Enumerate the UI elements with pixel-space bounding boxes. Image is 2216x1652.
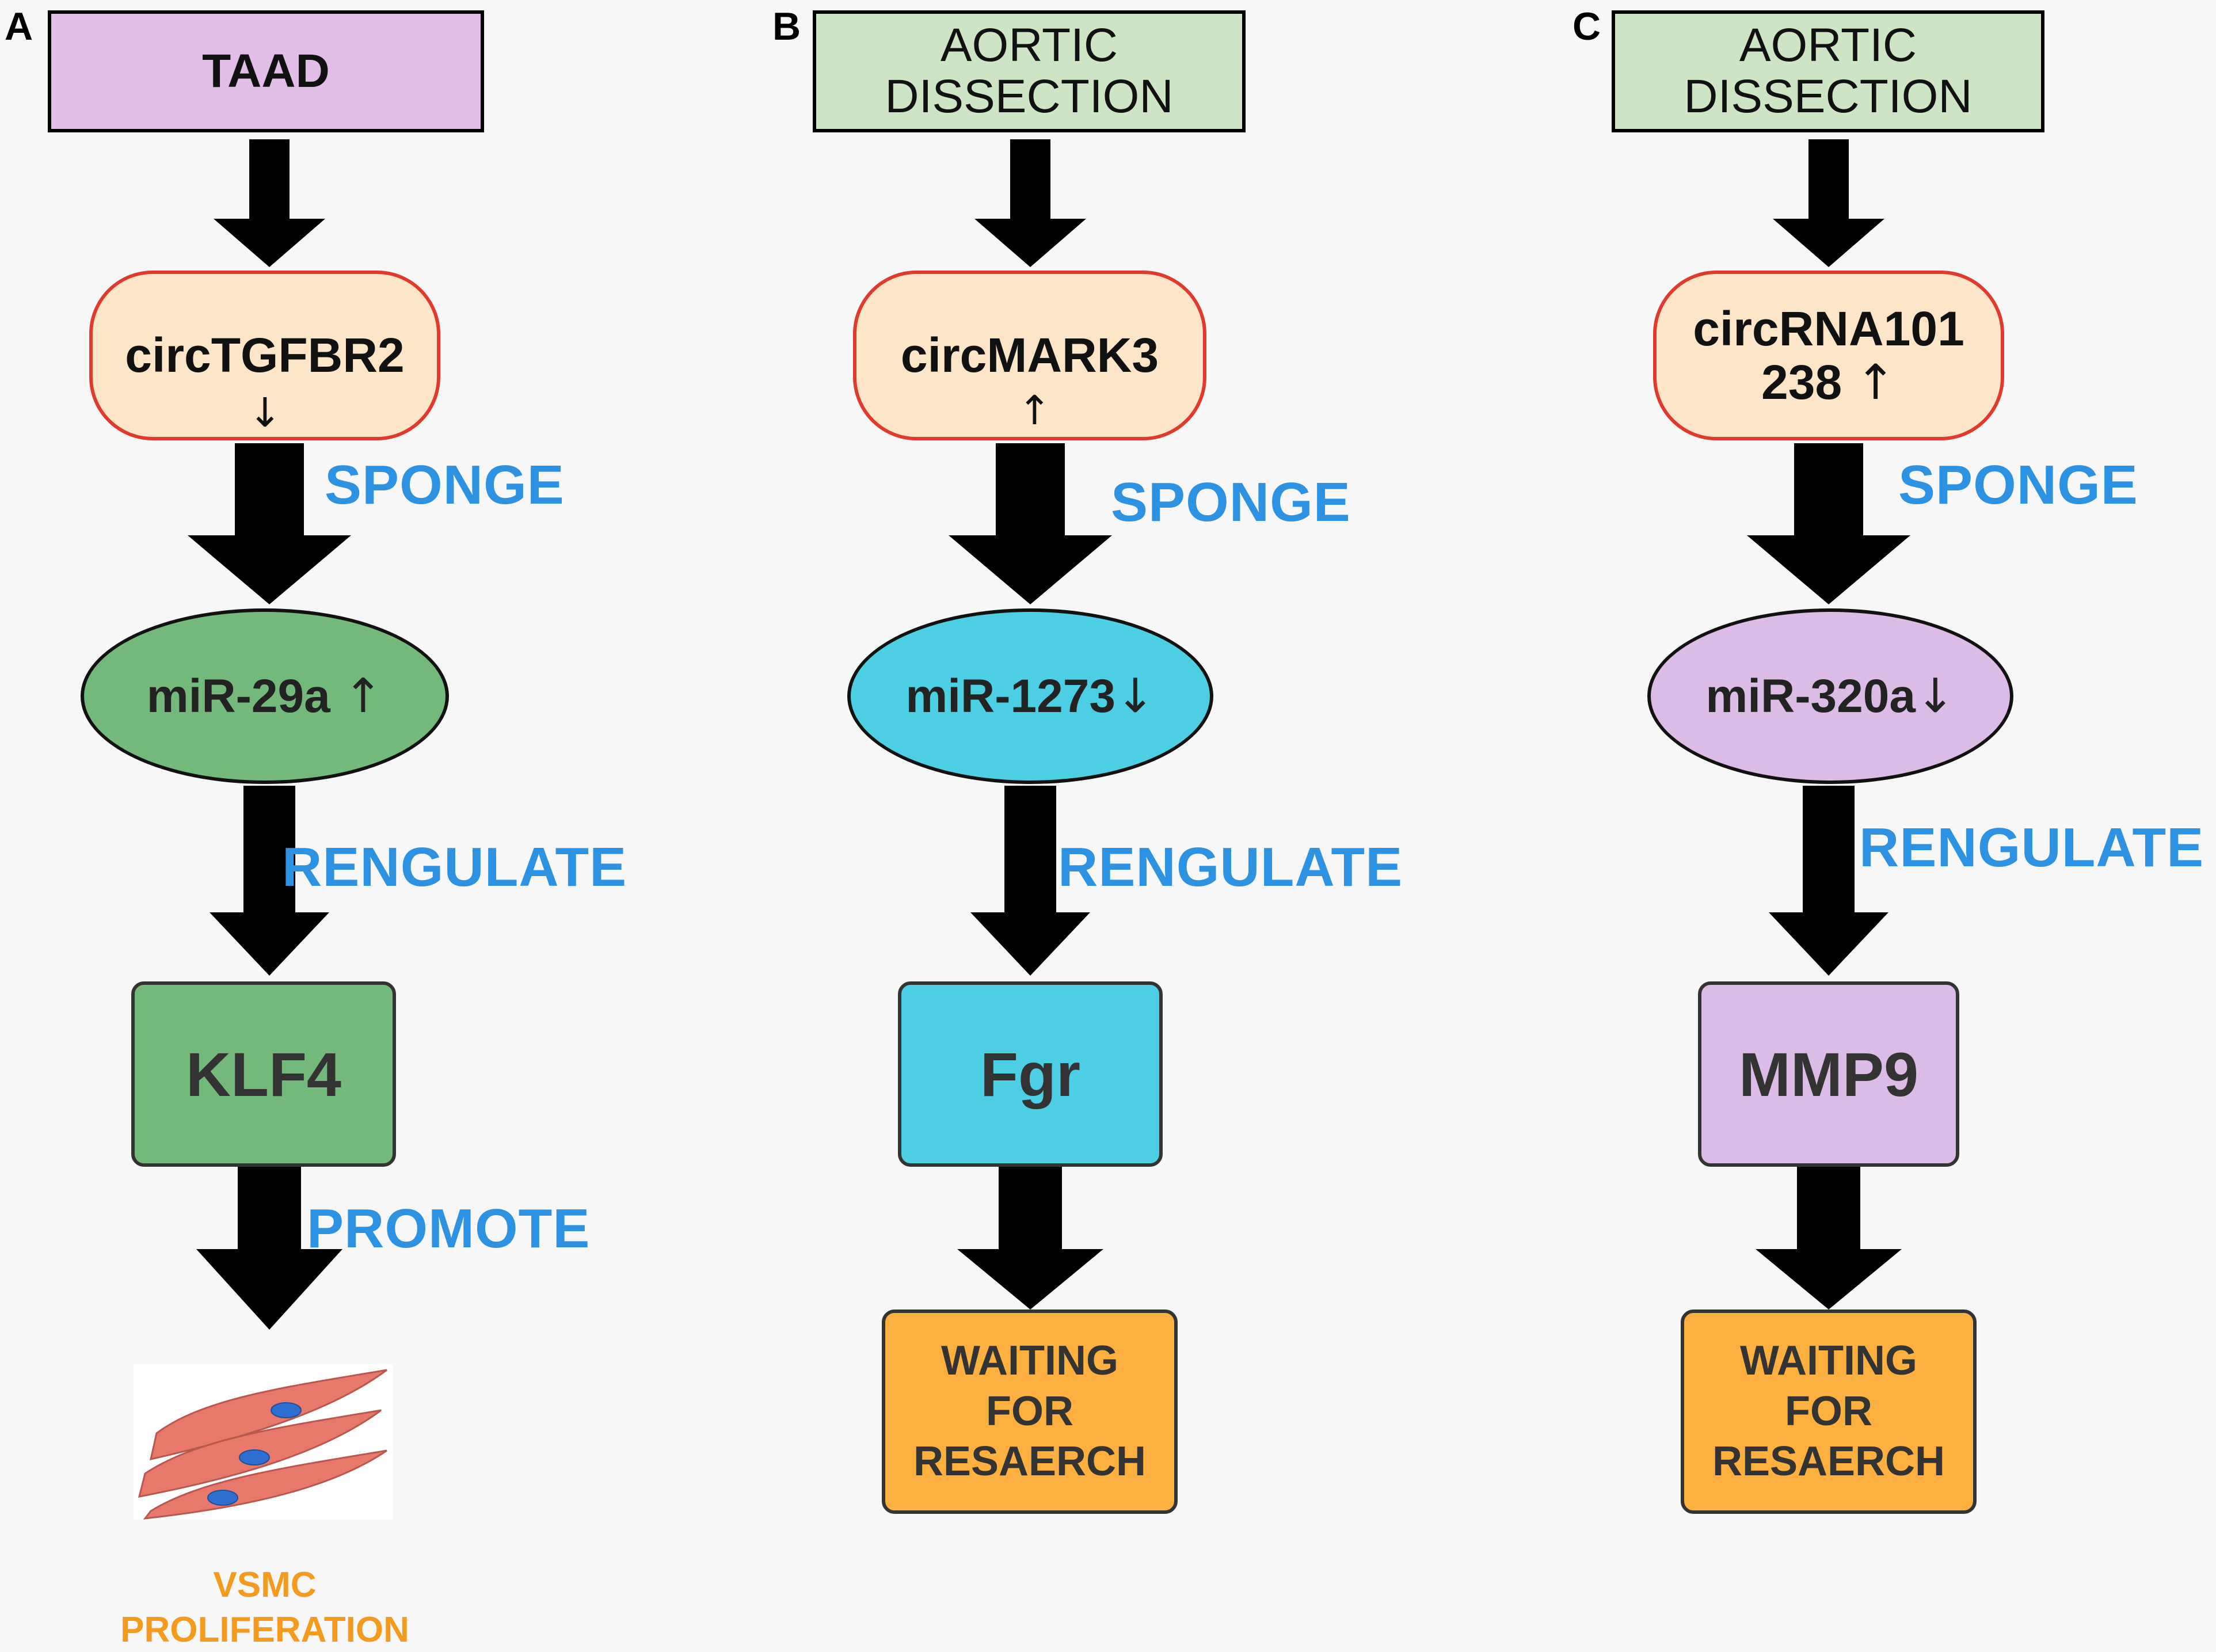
- down-arrow-icon: ↓: [248, 389, 282, 436]
- mir1273-node: miR-1273↓: [847, 608, 1213, 784]
- circrna101238-node: circRNA101 238 ↑: [1653, 271, 2004, 440]
- mmp9-box: MMP9: [1698, 981, 1959, 1167]
- circrna-line2: 238: [1761, 355, 1842, 409]
- waiting-line3-b: RESAERCH: [913, 1437, 1146, 1487]
- circmark3-label: circMARK3: [901, 328, 1159, 383]
- panel-label-b: B: [772, 7, 801, 46]
- arrow-c4: [1756, 1158, 1902, 1310]
- regulate-label-a: RENGULATE: [282, 836, 627, 899]
- up-arrow-icon: ↑: [1018, 387, 1052, 434]
- arrow-c3: [1769, 786, 1888, 976]
- aortic-line1-c: AORTIC: [1739, 20, 1917, 71]
- circmark3-node: circMARK3 ↑: [853, 271, 1206, 440]
- mmp9-label: MMP9: [1739, 1038, 1918, 1110]
- waiting-box-c: WAITING FOR RESAERCH: [1681, 1310, 1977, 1514]
- promote-label: PROMOTE: [307, 1197, 590, 1261]
- sponge-label-b: SPONGE: [1111, 471, 1351, 534]
- arrow-c2: [1747, 443, 1910, 604]
- waiting-line2-b: FOR: [986, 1387, 1073, 1437]
- up-arrow-icon: ↑: [344, 669, 383, 724]
- vsmc-line1: VSMC: [213, 1563, 316, 1608]
- mir320a-node: miR-320a↓: [1647, 608, 2013, 784]
- aortic-dissection-box-b: AORTIC DISSECTION: [813, 10, 1246, 132]
- waiting-line1-b: WAITING: [941, 1336, 1118, 1387]
- fgr-label: Fgr: [980, 1038, 1080, 1110]
- down-arrow-icon: ↓: [1115, 669, 1155, 724]
- arrow-b1: [974, 139, 1086, 267]
- aortic-dissection-box-c: AORTIC DISSECTION: [1612, 10, 2044, 132]
- waiting-line3-c: RESAERCH: [1712, 1437, 1945, 1487]
- sponge-label-c: SPONGE: [1898, 454, 2138, 517]
- aortic-line1-b: AORTIC: [941, 20, 1118, 71]
- circtgfbr2-node: circTGFBR2 ↓: [89, 271, 440, 440]
- mir1273-label: miR-1273: [905, 670, 1115, 722]
- circtgfbr2-label: circTGFBR2: [125, 328, 404, 383]
- up-arrow-icon: ↑: [1856, 354, 1896, 410]
- arrow-c1: [1773, 139, 1884, 267]
- smooth-muscle-cells-icon: [134, 1364, 393, 1520]
- panel-label-a: A: [5, 7, 33, 46]
- mir29a-label: miR-29a: [147, 670, 330, 722]
- vsmc-illustration: [134, 1364, 393, 1520]
- waiting-line1-c: WAITING: [1740, 1336, 1917, 1387]
- arrow-a1: [214, 139, 325, 267]
- regulate-label-b: RENGULATE: [1058, 836, 1403, 899]
- down-arrow-icon: ↓: [1916, 669, 1955, 724]
- klf4-label: KLF4: [186, 1038, 341, 1110]
- waiting-line2-c: FOR: [1785, 1387, 1872, 1437]
- sponge-label-a: SPONGE: [325, 454, 565, 517]
- mir29a-node: miR-29a ↑: [81, 608, 449, 784]
- vsmc-line2: PROLIFERATION: [120, 1608, 409, 1652]
- arrow-b2: [949, 443, 1112, 604]
- aortic-line2-c: DISSECTION: [1684, 71, 1972, 123]
- klf4-box: KLF4: [131, 981, 396, 1167]
- arrow-b4: [957, 1158, 1103, 1310]
- vsmc-proliferation-label: VSMC PROLIFERATION: [92, 1563, 437, 1652]
- taad-label: TAAD: [202, 44, 330, 98]
- circrna-line1: circRNA101: [1693, 302, 1964, 355]
- panel-label-c: C: [1572, 7, 1601, 46]
- aortic-line2-b: DISSECTION: [885, 71, 1173, 123]
- fgr-box: Fgr: [898, 981, 1163, 1167]
- regulate-label-c: RENGULATE: [1859, 816, 2204, 880]
- mir320a-label: miR-320a: [1705, 670, 1916, 722]
- waiting-box-b: WAITING FOR RESAERCH: [882, 1310, 1178, 1514]
- taad-box: TAAD: [48, 10, 484, 132]
